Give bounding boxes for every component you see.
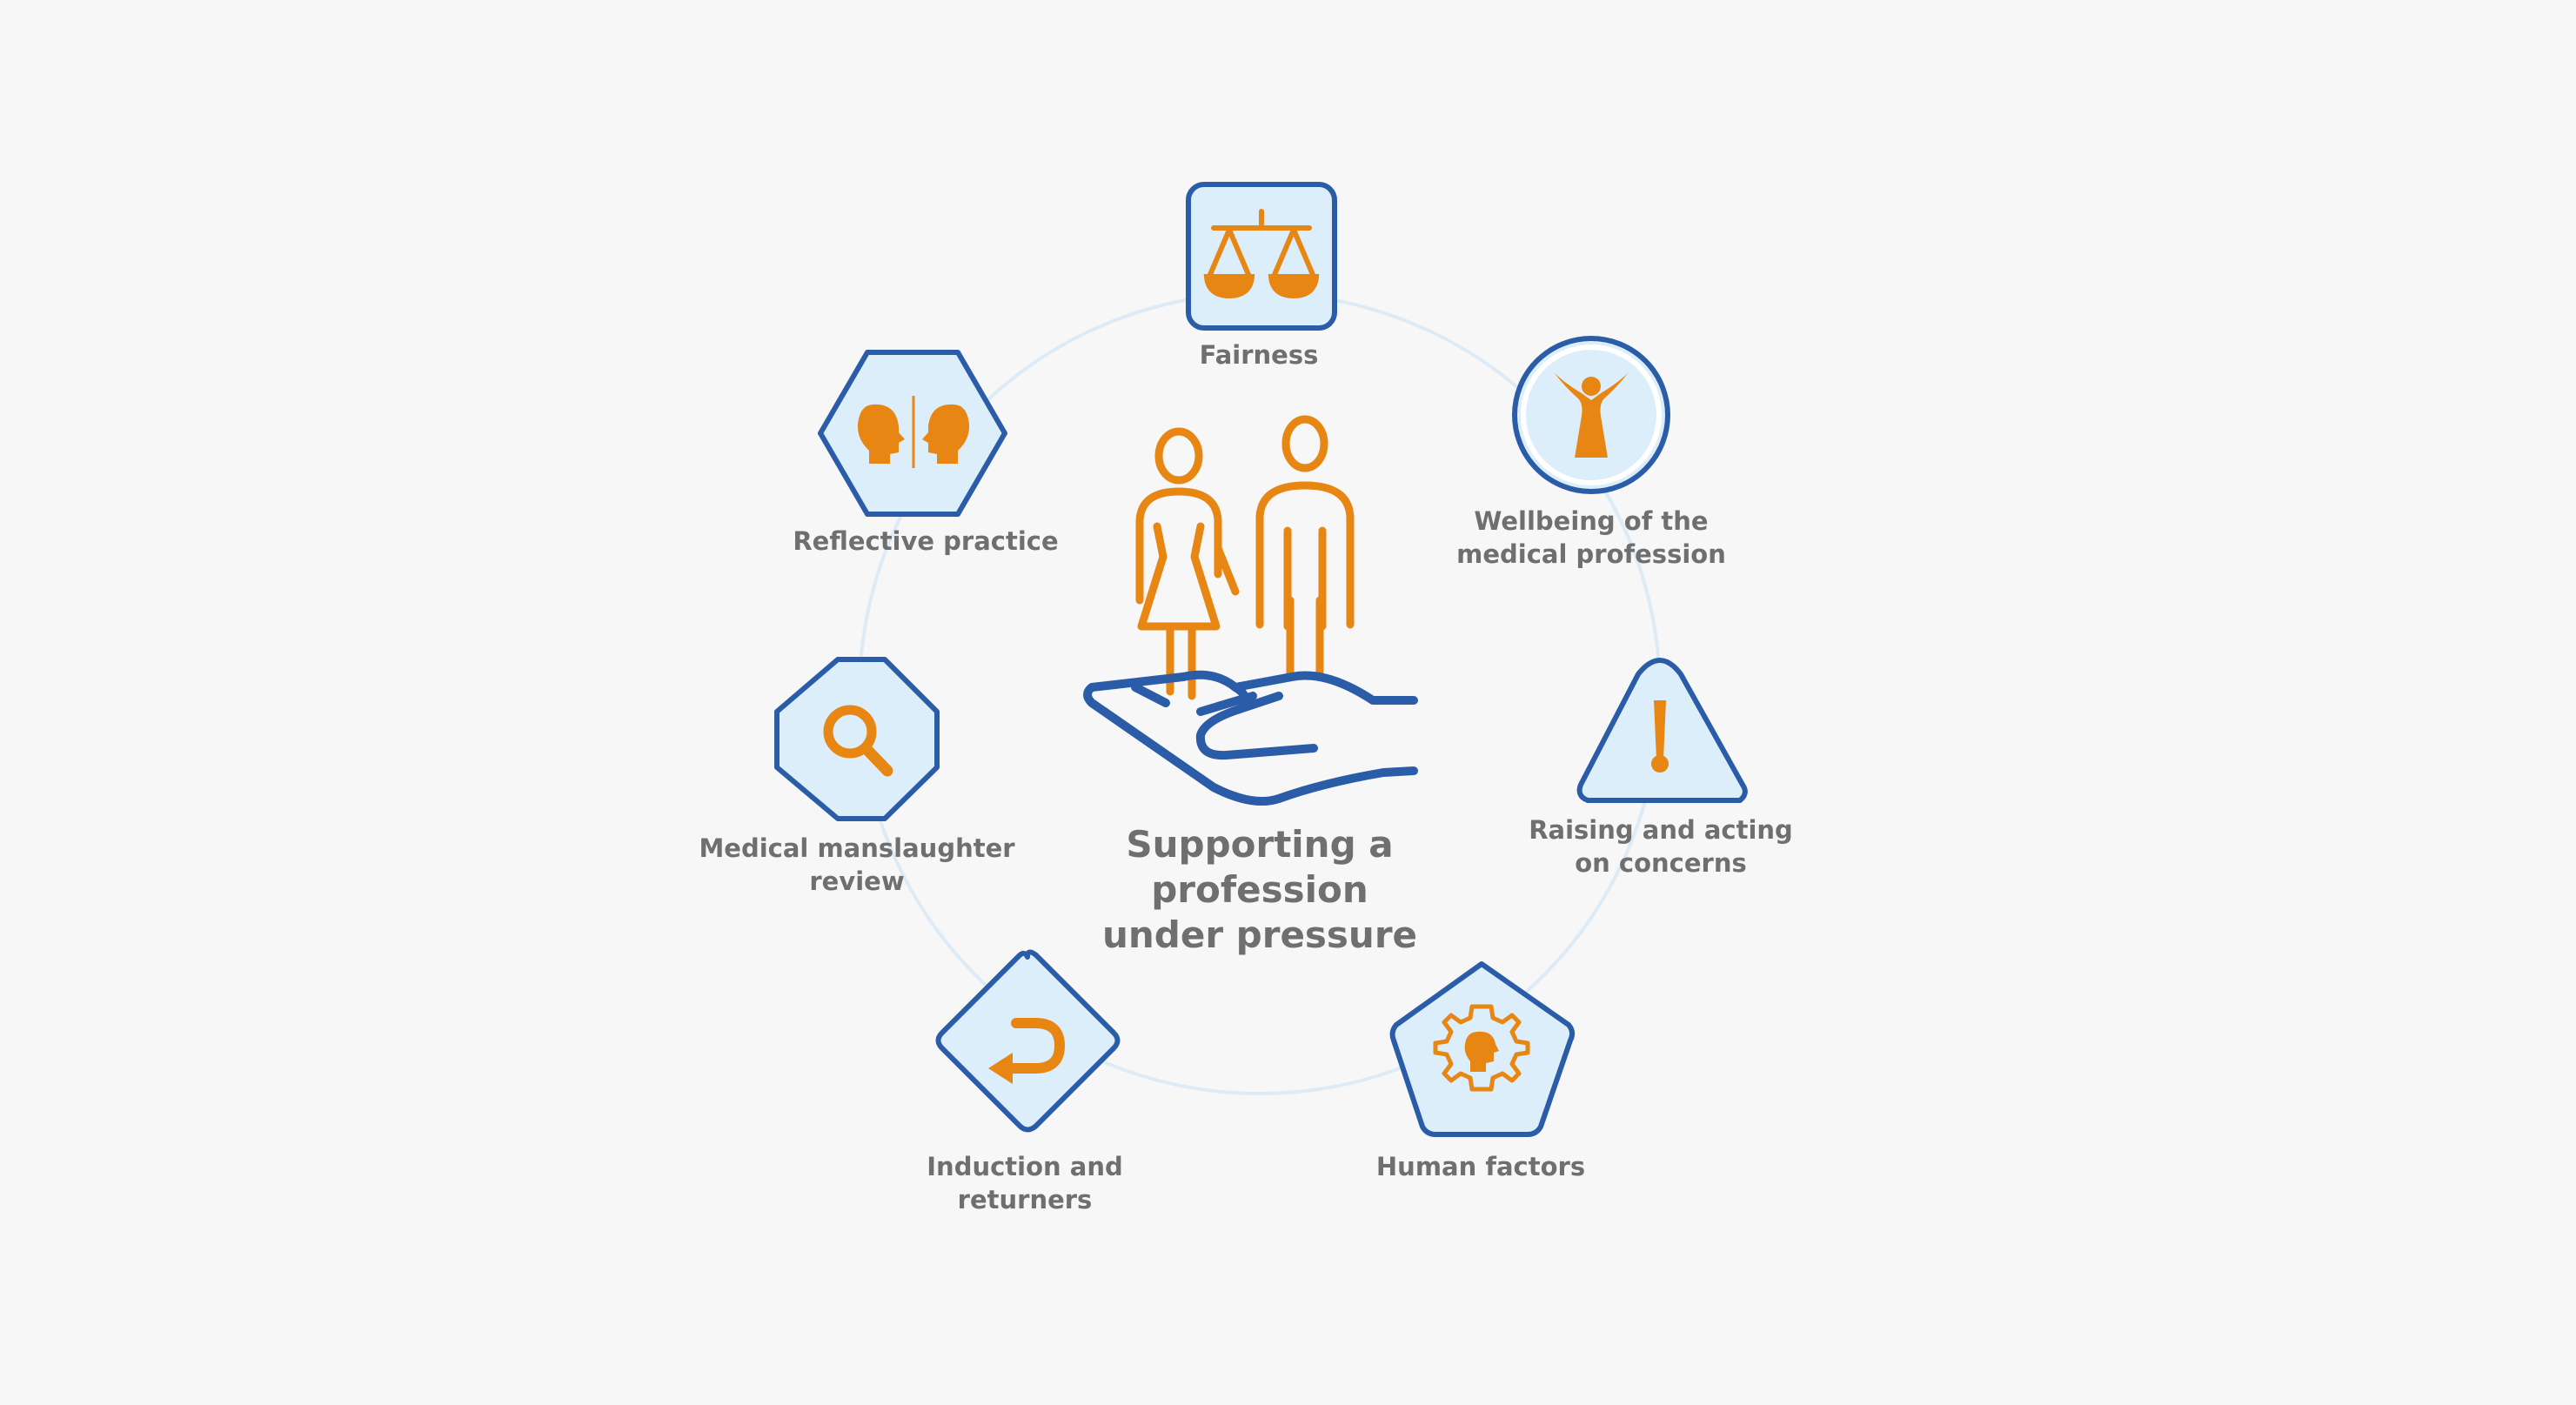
center-title-line2: profession [1151,868,1368,911]
human-node[interactable] [1389,961,1576,1137]
human-label[interactable]: Human factors [1375,1152,1586,1181]
wellbeing-label[interactable]: Wellbeing of the medical profession [1456,506,1726,569]
two-heads-icon [857,396,970,468]
induction-shape [935,949,1121,1133]
raising-label[interactable]: Raising and acting on concerns [1529,815,1793,878]
exclamation-icon [1651,700,1669,773]
fairness-shape [1186,182,1337,331]
manslaughter-label[interactable]: Medical manslaughter review [699,833,1015,896]
reflective-node[interactable] [818,350,1007,517]
reflective-label[interactable]: Reflective practice [793,526,1059,556]
fairness-node[interactable] [1186,182,1337,331]
fairness-label[interactable]: Fairness [1199,340,1319,370]
manslaughter-shape [774,657,940,821]
wellbeing-inner-ring [1521,345,1662,485]
magnifier-icon [823,705,893,777]
hand-holding-people-icon [1083,415,1418,806]
induction-node[interactable] [935,949,1121,1133]
person-arms-up-icon [1554,372,1629,458]
center-title-line1: Supporting a [1126,823,1394,866]
center-title-line3: under pressure [1101,913,1418,956]
manslaughter-node[interactable] [774,657,940,821]
induction-label[interactable]: Induction and returners [927,1152,1123,1214]
raising-node[interactable] [1576,658,1748,803]
head-gear-icon [1433,1004,1530,1092]
return-arrow-icon [988,1018,1066,1084]
scales-icon [1203,209,1320,299]
center-title: Supporting a profession under pressure [1102,822,1417,958]
wellbeing-node[interactable] [1512,336,1670,494]
